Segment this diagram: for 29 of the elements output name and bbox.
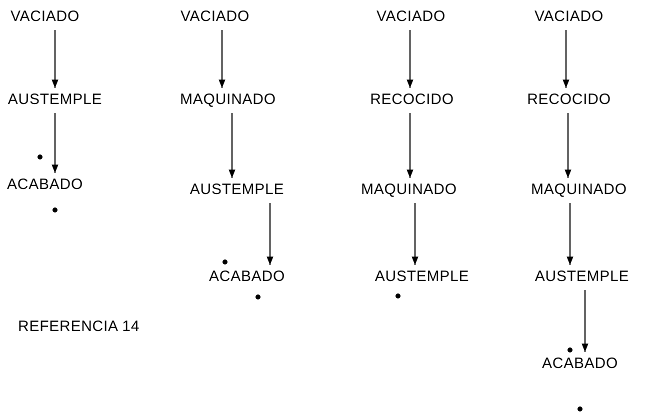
step-label: ACABADO	[542, 355, 618, 373]
step-label: MAQUINADO	[180, 91, 276, 109]
step-label: AUSTEMPLE	[374, 268, 470, 286]
step-label: RECOCIDO	[370, 91, 454, 109]
step-label: MAQUINADO	[531, 181, 627, 199]
arrow	[52, 30, 58, 88]
arrow	[406, 30, 414, 88]
arrow	[562, 30, 570, 88]
step-label: AUSTEMPLE	[190, 181, 284, 199]
step-label: ACABADO	[7, 176, 83, 194]
arrow	[566, 203, 574, 265]
reference-note: REFERENCIA 14	[18, 318, 140, 336]
arrow	[52, 113, 58, 173]
arrow	[564, 113, 572, 178]
arrow	[218, 30, 226, 88]
step-label: MAQUINADO	[361, 181, 457, 199]
step-label: AUSTEMPLE	[8, 91, 102, 109]
step-label: AUSTEMPLE	[534, 268, 630, 286]
arrow	[582, 290, 588, 352]
arrow	[228, 113, 236, 178]
step-label: RECOCIDO	[527, 91, 611, 109]
step-label: VACIADO	[534, 8, 604, 26]
step-label: VACIADO	[376, 8, 446, 26]
step-label: VACIADO	[10, 8, 80, 26]
arrow	[406, 113, 414, 178]
arrow	[412, 203, 418, 265]
arrow	[266, 203, 274, 265]
step-label: VACIADO	[180, 8, 250, 26]
step-label: ACABADO	[209, 268, 285, 286]
